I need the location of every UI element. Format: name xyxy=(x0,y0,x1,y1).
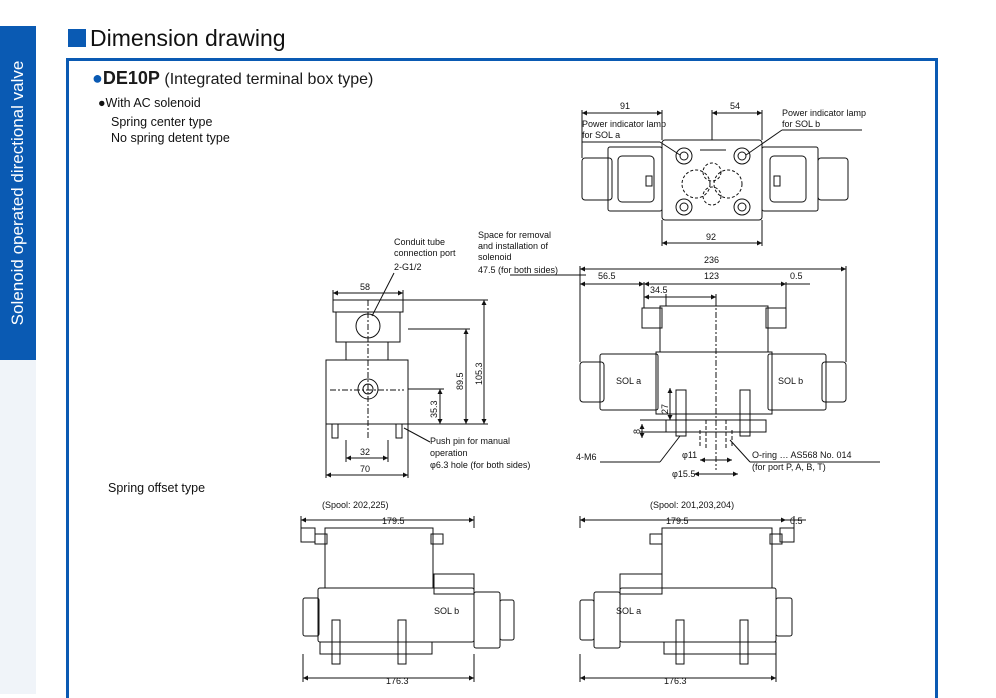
dim-176-3-left: 176.3 xyxy=(386,676,409,686)
dim-phi-15-5: φ15.5 xyxy=(672,469,695,479)
sidebar-tab: Solenoid operated directional valve xyxy=(0,26,36,360)
offset-left-labels: (Spool: 202,225) 179.5 SOL b 176.3 xyxy=(322,500,459,686)
page-title: Dimension drawing xyxy=(90,25,286,51)
oring-line1: O-ring … AS568 No. 014 xyxy=(752,450,852,460)
dim-105-3: 105.3 xyxy=(474,362,484,385)
conduit-line2: connection port xyxy=(394,248,456,258)
dim-92: 92 xyxy=(706,232,716,242)
offset-right-labels: (Spool: 201,203,204) 179.5 0.5 SOL a 176… xyxy=(616,500,803,686)
dim-27: 27 xyxy=(660,404,670,414)
space-line4: 47.5 (for both sides) xyxy=(478,265,558,275)
dim-236: 236 xyxy=(704,255,719,265)
lamp-b-line2: for SOL b xyxy=(782,119,820,129)
lamp-a-line1: Power indicator lamp xyxy=(582,119,666,129)
dim-176-3-right: 176.3 xyxy=(664,676,687,686)
side-view-labels: Conduit tube connection port 2-G1/2 58 1… xyxy=(360,237,530,474)
note-spring-center: Spring center type xyxy=(111,115,213,129)
dim-56-5: 56.5 xyxy=(598,271,616,281)
sol-b-label: SOL b xyxy=(778,376,803,386)
top-view-drawing xyxy=(581,110,862,246)
note-no-detent: No spring detent type xyxy=(111,131,230,145)
model-name: DE10P xyxy=(102,68,160,88)
top-view-labels: 91 54 92 Power indicator lamp for SOL a … xyxy=(582,101,866,242)
dim-35-3: 35.3 xyxy=(429,400,439,418)
dim-34-5: 34.5 xyxy=(650,285,668,295)
lamp-a-line2: for SOL a xyxy=(582,130,620,140)
sidebar-lower xyxy=(0,360,36,694)
push-line1: Push pin for manual xyxy=(430,436,510,446)
note-ac: ●With AC solenoid xyxy=(98,96,201,110)
dim-179-5-right: 179.5 xyxy=(666,516,689,526)
front-view-labels: Space for removal and installation of so… xyxy=(478,230,852,479)
dim-8: 8 xyxy=(632,429,642,434)
drawing-frame xyxy=(66,58,938,698)
oring-line2: (for port P, A, B, T) xyxy=(752,462,826,472)
dim-89-5: 89.5 xyxy=(455,372,465,390)
dim-179-5-left: 179.5 xyxy=(382,516,405,526)
dim-0-5: 0.5 xyxy=(790,271,803,281)
front-view-drawing xyxy=(510,266,880,477)
lamp-b-line1: Power indicator lamp xyxy=(782,108,866,118)
dim-32: 32 xyxy=(360,447,370,457)
offset-left-drawing xyxy=(300,516,515,682)
dim-58: 58 xyxy=(360,282,370,292)
push-line3: φ6.3 hole (for both sides) xyxy=(430,460,530,470)
note-spring-offset: Spring offset type xyxy=(108,481,206,495)
sol-a-label: SOL a xyxy=(616,376,641,386)
conduit-line1: Conduit tube xyxy=(394,237,445,247)
dim-phi-11: φ11 xyxy=(682,450,697,460)
space-line2: and installation of xyxy=(478,241,549,251)
conduit-line3: 2-G1/2 xyxy=(394,262,422,272)
model-bullet-icon: ● xyxy=(92,68,103,88)
space-line3: solenoid xyxy=(478,252,512,262)
offset-right-drawing xyxy=(579,516,806,682)
dim-123: 123 xyxy=(704,271,719,281)
push-line2: operation xyxy=(430,448,468,458)
dim-54: 54 xyxy=(730,101,740,111)
dim-91: 91 xyxy=(620,101,630,111)
sol-b-offset-label: SOL b xyxy=(434,606,459,616)
model-heading: ●DE10P (Integrated terminal box type) xyxy=(92,68,373,89)
spool-right: (Spool: 201,203,204) xyxy=(650,500,734,510)
spool-left: (Spool: 202,225) xyxy=(322,500,389,510)
dim-70: 70 xyxy=(360,464,370,474)
space-line1: Space for removal xyxy=(478,230,551,240)
sol-a-offset-label: SOL a xyxy=(616,606,641,616)
side-view-drawing xyxy=(325,272,488,478)
header-bullet-icon xyxy=(68,29,86,47)
dim-0-5-right: 0.5 xyxy=(790,516,803,526)
bolt-label: 4-M6 xyxy=(576,452,597,462)
model-description: (Integrated terminal box type) xyxy=(164,71,374,88)
